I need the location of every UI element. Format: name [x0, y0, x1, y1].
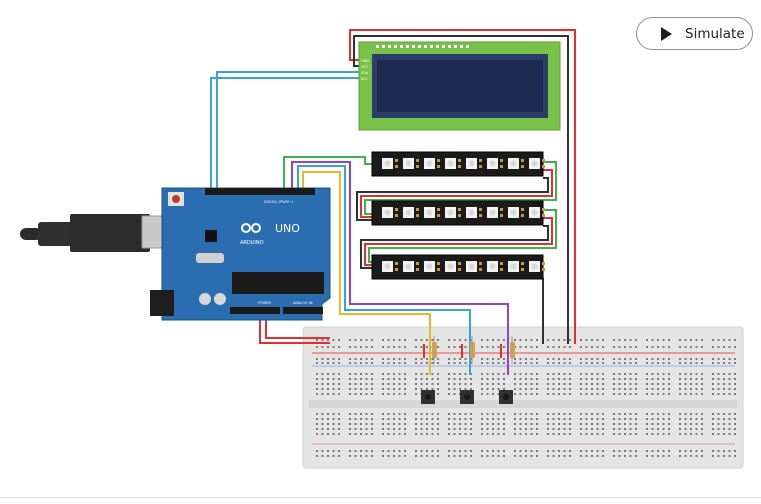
wires [210, 29, 576, 375]
lcd-pin-sda: SDA [361, 71, 369, 75]
lcd-display[interactable]: GND VCC SDA SCL [358, 41, 561, 131]
resistors[interactable] [432, 336, 515, 364]
lcd-pin-scl: SCL [361, 77, 368, 81]
simulate-button[interactable]: Simulate [636, 17, 753, 50]
lcd-pin-vcc: VCC [361, 65, 369, 69]
breadboard[interactable] [302, 326, 744, 469]
usb-cable [20, 214, 185, 252]
simulate-label: Simulate [685, 25, 745, 42]
neopixel-strip[interactable] [371, 254, 545, 280]
neopixel-strips[interactable] [371, 151, 545, 280]
arduino-digital-label: DIGITAL (PWM~) [264, 200, 294, 204]
neopixel-strip[interactable] [371, 151, 545, 177]
arduino-uno[interactable]: ARDUINO UNO DIGITAL (PWM~) POWER ANALOG … [20, 187, 331, 321]
neopixel-strip[interactable] [371, 200, 545, 226]
canvas-bottom-border [0, 497, 761, 498]
play-icon [661, 26, 672, 41]
pushbuttons[interactable] [421, 390, 513, 404]
arduino-power-label: POWER [258, 301, 272, 305]
arduino-model-label: UNO [275, 222, 300, 235]
arduino-brand-label: ARDUINO [240, 240, 264, 246]
arduino-analog-label: ANALOG IN [293, 301, 313, 305]
lcd-pin-gnd: GND [361, 59, 369, 63]
red-jumpers [423, 344, 502, 358]
